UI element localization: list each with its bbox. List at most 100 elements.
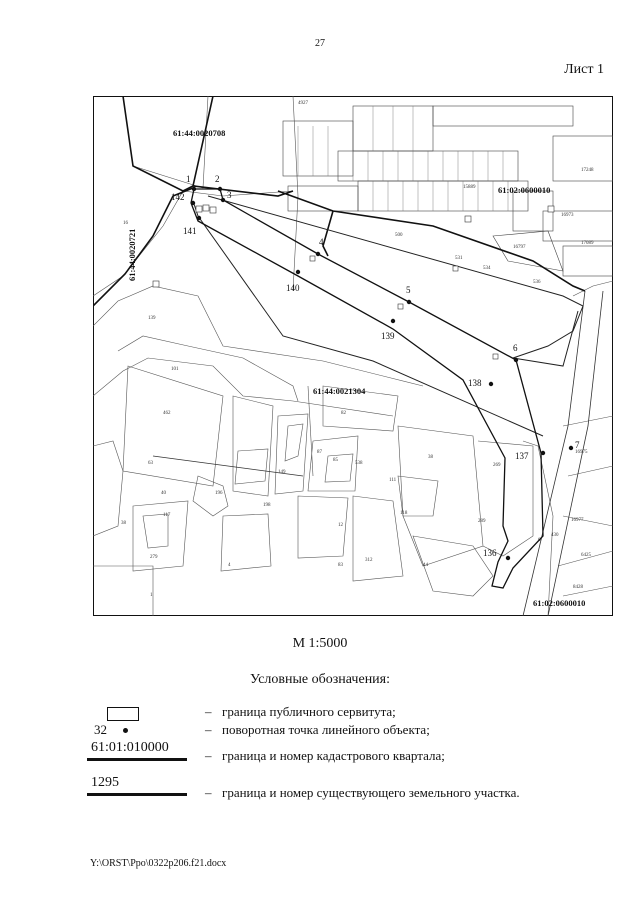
turning-point bbox=[217, 186, 223, 192]
parcel-label: 196 bbox=[215, 491, 223, 496]
parcel-label: 101 bbox=[171, 367, 179, 372]
map-scale: М 1:5000 bbox=[292, 636, 348, 651]
quarter-label: 61:44:0020721 bbox=[127, 229, 137, 281]
turning-point bbox=[295, 269, 301, 275]
turning-points bbox=[190, 186, 574, 561]
parcel-label: 6 bbox=[538, 538, 541, 543]
road-lines bbox=[152, 290, 604, 616]
legend-parcel-number: 1295 bbox=[91, 775, 119, 790]
parcel-label: 82 bbox=[341, 411, 347, 416]
legend-item-turning-point: 32 – поворотная точка линейного объекта; bbox=[87, 722, 607, 746]
parcel-label: 462 bbox=[163, 411, 171, 416]
turning-point bbox=[220, 197, 226, 203]
point-label: 4 bbox=[319, 237, 324, 247]
parcel-label: 430 bbox=[551, 533, 559, 538]
legend-dash: – bbox=[205, 785, 212, 800]
background-parcels bbox=[93, 96, 613, 616]
legend-dash: – bbox=[205, 704, 212, 719]
parcel-label: 83 bbox=[338, 563, 344, 568]
quarter-labels: 61:44:0020708 61:02:0600010 61:44:002072… bbox=[127, 128, 585, 608]
quarter-label: 61:44:0020708 bbox=[173, 128, 225, 138]
legend-item-quarter: 61:01:010000 – граница и номер кадастров… bbox=[87, 740, 607, 768]
quarter-label: 61:02:0600010 bbox=[498, 185, 550, 195]
point-label: 139 bbox=[381, 331, 395, 341]
quarter-label: 61:44:0021304 bbox=[313, 386, 366, 396]
parcel-label: 269 bbox=[493, 463, 501, 468]
parcel-line-icon bbox=[87, 793, 187, 796]
parcel-label: 289 bbox=[478, 519, 486, 524]
building-markers bbox=[152, 204, 555, 360]
turning-point bbox=[315, 251, 321, 257]
parcel-label: 534 bbox=[483, 266, 491, 271]
parcel-label: 536 bbox=[533, 280, 541, 285]
point-label: 141 bbox=[183, 226, 197, 236]
turning-point bbox=[196, 215, 202, 221]
turning-point bbox=[505, 555, 511, 561]
turning-point bbox=[406, 299, 412, 305]
parcel-label: 4927 bbox=[298, 101, 309, 106]
point-label: 2 bbox=[215, 174, 220, 184]
legend-text: поворотная точка линейного объекта; bbox=[222, 722, 430, 737]
quarter-line-icon bbox=[87, 758, 187, 761]
parcel-boundary-symbol: 1295 bbox=[87, 775, 191, 801]
point-label: 7 bbox=[575, 440, 580, 450]
parcel-label: 312 bbox=[365, 558, 373, 563]
cadastral-map: 1 2 3 4 5 6 7 136 137 138 139 140 141 14… bbox=[93, 96, 613, 616]
parcel-labels: 4927 16 500 531 534 536 139 101 462 82 3… bbox=[121, 101, 594, 598]
sheet-label: Лист 1 bbox=[564, 62, 604, 77]
turning-point-symbol: 32 bbox=[87, 722, 191, 746]
turning-point bbox=[190, 200, 196, 206]
parcel-label: 15889 bbox=[463, 185, 476, 190]
point-label: 140 bbox=[286, 283, 300, 293]
quarter-boundary-symbol: 61:01:010000 bbox=[87, 740, 191, 768]
legend-dash: – bbox=[205, 722, 212, 737]
parcel-label: 16797 bbox=[513, 245, 526, 250]
parcel-label: 531 bbox=[455, 256, 463, 261]
parcel-label: 38 bbox=[428, 455, 434, 460]
parcel-label: 12 bbox=[338, 523, 344, 528]
turning-point bbox=[191, 186, 197, 192]
parcel-label: 38 bbox=[121, 521, 127, 526]
parcel-label: 538 bbox=[355, 461, 363, 466]
servitude-boundary-symbol bbox=[87, 704, 191, 728]
parcel-label: 1 bbox=[150, 593, 153, 598]
legend-text: граница и номер кадастрового квартала; bbox=[222, 748, 445, 763]
legend-item-parcel: 1295 – граница и номер существующего зем… bbox=[87, 775, 607, 801]
parcel-label: 111 bbox=[389, 478, 397, 483]
parcel-label: 16977 bbox=[571, 518, 584, 523]
parcel-label: 40 bbox=[161, 491, 167, 496]
parcel-label: 117 bbox=[163, 513, 171, 518]
legend-text: граница и номер существующего земельного… bbox=[222, 785, 520, 800]
point-label: 6 bbox=[513, 343, 518, 353]
point-label: 136 bbox=[483, 548, 497, 558]
parcel-label: 500 bbox=[395, 233, 403, 238]
parcel-label: 139 bbox=[148, 316, 156, 321]
page-number: 27 bbox=[315, 38, 325, 49]
turning-point bbox=[568, 445, 574, 451]
parcel-label: 87 bbox=[317, 450, 323, 455]
point-label: 137 bbox=[515, 451, 529, 461]
legend-point-number: 32 bbox=[94, 722, 107, 737]
residential-blocks bbox=[282, 105, 613, 277]
parcel-label: 44 bbox=[423, 563, 429, 568]
turning-point bbox=[390, 318, 396, 324]
point-label: 142 bbox=[171, 192, 185, 202]
turning-point bbox=[540, 450, 546, 456]
parcel-label: 279 bbox=[150, 555, 158, 560]
parcel-label: 63 bbox=[148, 461, 154, 466]
turning-point bbox=[488, 381, 494, 387]
point-label: 5 bbox=[406, 285, 411, 295]
quarter-label: 61:02:0600010 bbox=[533, 598, 585, 608]
parcel-label: 17089 bbox=[581, 241, 594, 246]
legend-dash: – bbox=[205, 748, 212, 763]
parcel-label: 149 bbox=[278, 470, 286, 475]
parcel-label: 198 bbox=[263, 503, 271, 508]
parcel-label: 16 bbox=[123, 221, 129, 226]
point-label: 138 bbox=[468, 378, 482, 388]
parcel-label: 8428 bbox=[573, 585, 584, 590]
parcel-label: 4 bbox=[228, 563, 231, 568]
point-dot-icon bbox=[123, 728, 128, 733]
parcel-label: 118 bbox=[400, 511, 408, 516]
footer-file-path: Y:\ORST\Ppo\0322p206.f21.docx bbox=[90, 858, 227, 869]
servitude-rect-icon bbox=[107, 707, 139, 721]
